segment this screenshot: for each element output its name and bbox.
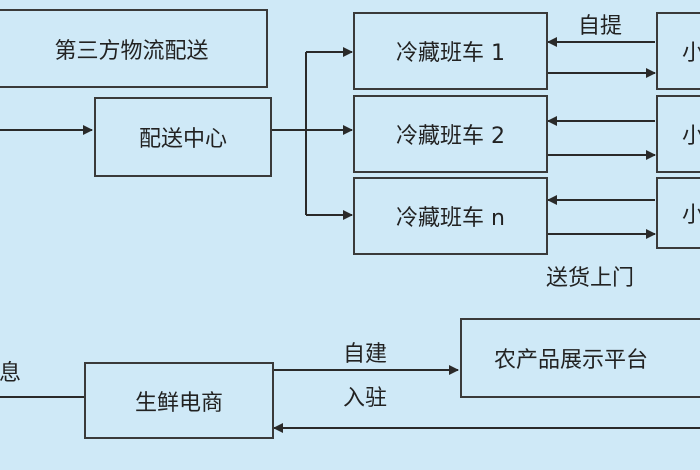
produce-platform-box: 农产品展示平台 — [460, 318, 700, 398]
self-pickup-label: 自提 — [578, 14, 623, 39]
cold-truck-n-box: 冷藏班车 n — [353, 177, 548, 255]
info-label: 信息 — [0, 361, 22, 386]
settle-in-label: 入驻 — [343, 386, 388, 411]
cold-truck-1-box: 冷藏班车 1 — [353, 12, 548, 90]
store-box-1: 小 — [656, 12, 700, 90]
third-party-logistics-box: 第三方物流配送 — [0, 9, 268, 88]
store-box-2: 小 — [656, 95, 700, 173]
home-delivery-label: 送货上门 — [546, 266, 635, 291]
distribution-center-box: 配送中心 — [94, 97, 272, 177]
cold-truck-2-box: 冷藏班车 2 — [353, 95, 548, 173]
self-build-label: 自建 — [343, 342, 388, 367]
store-box-3: 小 — [656, 177, 700, 249]
fresh-ecommerce-box: 生鲜电商 — [84, 362, 274, 439]
